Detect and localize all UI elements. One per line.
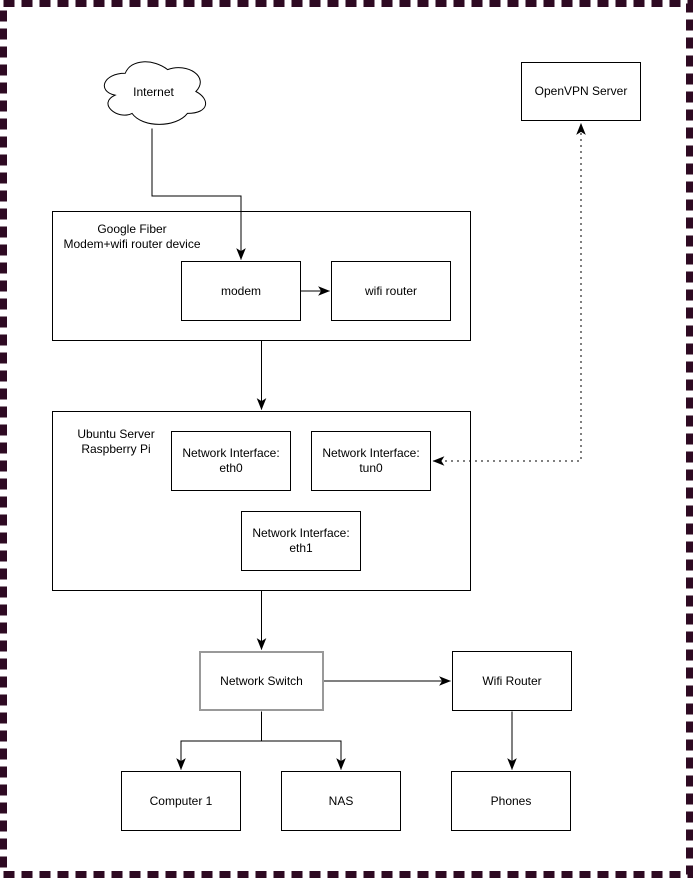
eth1-node: Network Interface: eth1 (241, 511, 361, 571)
wifi-router-node: Wifi Router (452, 651, 572, 711)
internet-cloud-label: Internet (133, 84, 174, 99)
eth0-node: Network Interface: eth0 (171, 431, 291, 491)
network-switch-node: Network Switch (199, 651, 324, 711)
computer-1-node: Computer 1 (121, 771, 241, 831)
phones-node: Phones (451, 771, 571, 831)
nas-node: NAS (281, 771, 401, 831)
ubuntu-server-group-label: Ubuntu Server Raspberry Pi (77, 427, 155, 456)
openvpn-server-node: OpenVPN Server (521, 62, 641, 121)
modem-node: modem (181, 261, 301, 321)
google-fiber-group-label: Google Fiber Modem+wifi router device (63, 222, 201, 251)
internet-cloud-shape (103, 61, 206, 125)
fiber-wifi-router-node: wifi router (331, 261, 451, 321)
tun0-node: Network Interface: tun0 (311, 431, 431, 491)
